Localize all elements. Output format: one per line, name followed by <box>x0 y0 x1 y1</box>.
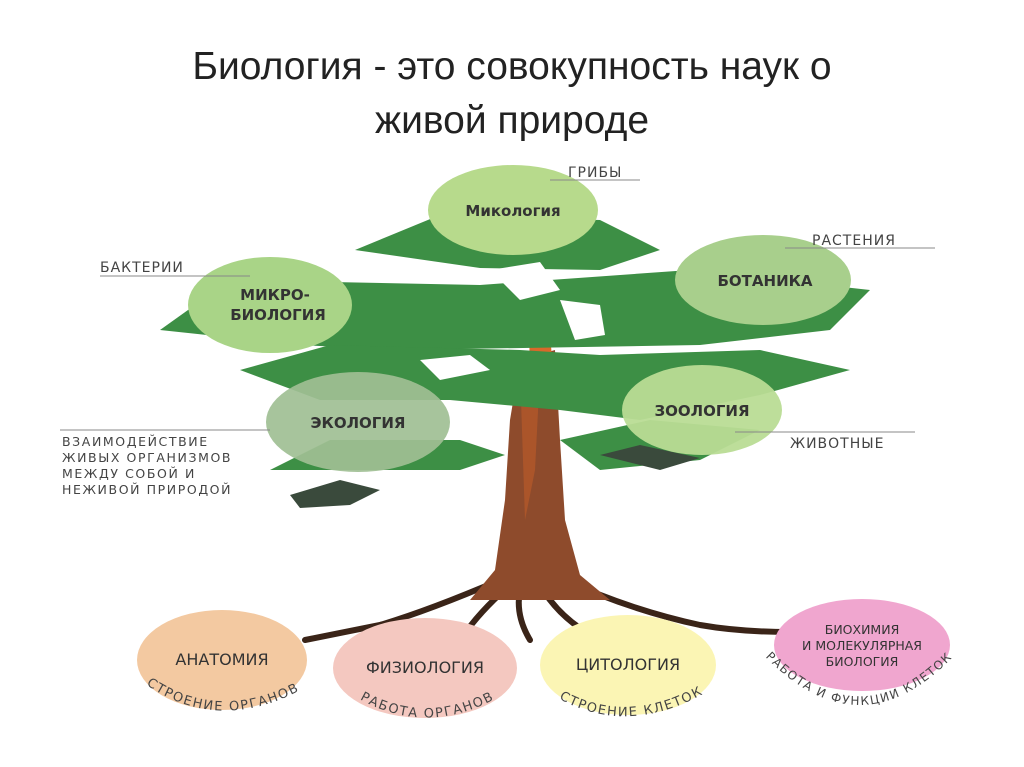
animals-caption: ЖИВОТНЫЕ <box>790 436 884 452</box>
ecology-caption-2: ЖИВЫХ ОРГАНИЗМОВ <box>62 450 232 465</box>
ecology-caption-3: МЕЖДУ СОБОЙ И <box>62 466 196 481</box>
bacteria-caption: БАКТЕРИИ <box>100 260 184 276</box>
root-physiology: ФИЗИОЛОГИЯ РАБОТА ОРГАНОВ <box>333 618 517 722</box>
microbiology-label-line2: БИОЛОГИЯ <box>230 306 326 324</box>
branch-zoology: ЗООЛОГИЯ ЖИВОТНЫЕ <box>622 365 915 455</box>
botany-label: БОТАНИКА <box>717 272 812 290</box>
branch-mycology: Микология ГРИБЫ <box>428 165 640 255</box>
branch-ecology: ЭКОЛОГИЯ ВЗАИМОДЕЙСТВИЕ ЖИВЫХ ОРГАНИЗМОВ… <box>60 372 450 497</box>
title-line-2: живой природе <box>374 99 650 142</box>
mycology-label: Микология <box>465 202 560 220</box>
root-anatomy: АНАТОМИЯ СТРОЕНИЕ ОРГАНОВ <box>137 610 307 715</box>
root-cytology: ЦИТОЛОГИЯ СТРОЕНИЕ КЛЕТОК <box>540 615 716 720</box>
fungi-caption: ГРИБЫ <box>568 165 622 181</box>
root-biochemistry: БИОХИМИЯ И МОЛЕКУЛЯРНАЯ БИОЛОГИЯ РАБОТА … <box>763 599 953 708</box>
branch-botany: БОТАНИКА РАСТЕНИЯ <box>675 233 935 325</box>
anatomy-label: АНАТОМИЯ <box>175 650 268 669</box>
ecology-caption-4: НЕЖИВОЙ ПРИРОДОЙ <box>62 482 232 497</box>
zoology-label: ЗООЛОГИЯ <box>654 402 749 420</box>
physiology-label: ФИЗИОЛОГИЯ <box>366 658 484 677</box>
title-line-1: Биология - это совокупность наук о <box>192 45 832 88</box>
ecology-label: ЭКОЛОГИЯ <box>311 414 406 432</box>
ecology-caption-1: ВЗАИМОДЕЙСТВИЕ <box>62 434 209 449</box>
biochemistry-label-1: БИОХИМИЯ <box>825 622 900 637</box>
biochemistry-label-2: И МОЛЕКУЛЯРНАЯ <box>802 638 922 653</box>
plants-caption: РАСТЕНИЯ <box>812 233 896 249</box>
branch-microbiology: МИКРО- БИОЛОГИЯ БАКТЕРИИ <box>100 257 352 353</box>
cytology-label: ЦИТОЛОГИЯ <box>576 655 680 674</box>
microbiology-label-line1: МИКРО- <box>240 286 310 304</box>
biochemistry-label-3: БИОЛОГИЯ <box>826 654 899 669</box>
slide-title: Биология - это совокупность наук о живой… <box>0 40 1024 148</box>
